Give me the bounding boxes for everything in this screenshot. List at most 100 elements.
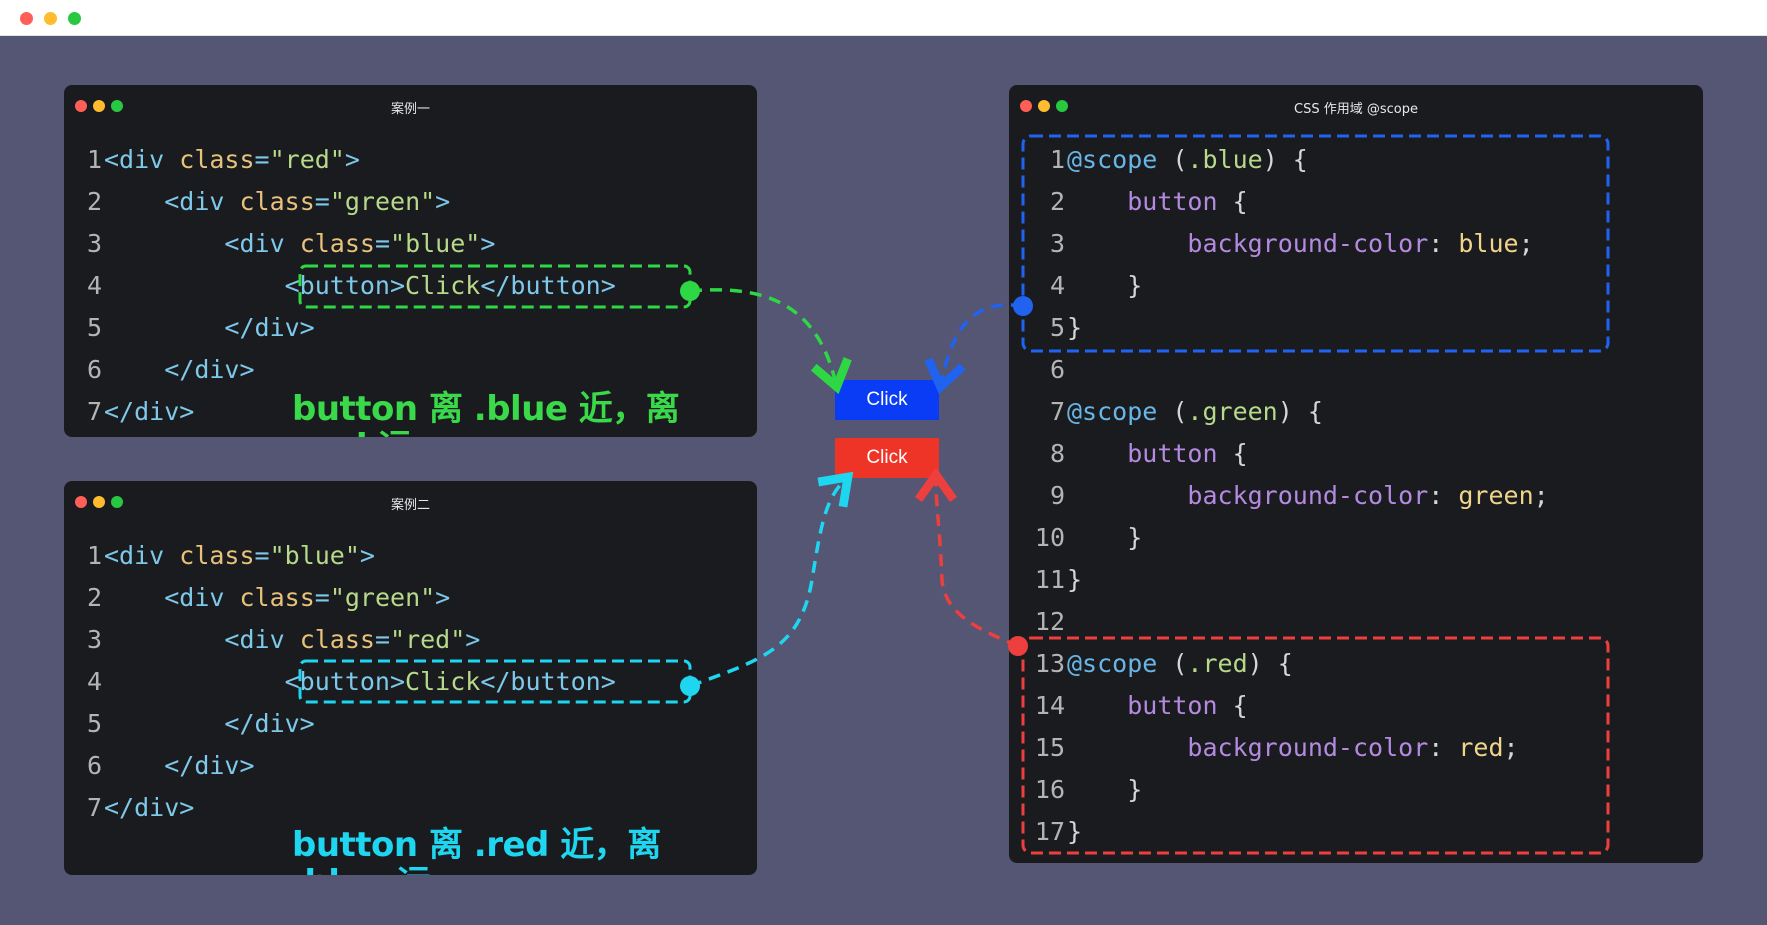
indent	[104, 271, 285, 300]
html-code-block: 1<div class="blue">2 <div class="green">…	[64, 535, 616, 829]
code-token: blue	[1458, 229, 1519, 258]
code-token: >	[465, 625, 481, 654]
line-number: 4	[86, 667, 102, 696]
code-token: <div	[164, 583, 240, 612]
line-number: 4	[1049, 271, 1065, 300]
code-token: class	[239, 187, 315, 216]
code-window-case2: 案例二 1<div class="blue">2 <div class="gre…	[64, 481, 757, 875]
code-line: 4 <button>Click</button>	[64, 661, 616, 703]
code-token: background-color	[1187, 481, 1429, 510]
code-token: </button>	[480, 667, 616, 696]
code-token: ;	[1518, 229, 1534, 258]
code-token: <div	[224, 625, 300, 654]
code-token: <div	[104, 541, 180, 570]
window-title: CSS 作用域 @scope	[1294, 102, 1418, 117]
minimize-button[interactable]	[44, 12, 57, 25]
code-line: 2 <div class="green">	[64, 181, 616, 223]
close-button[interactable]	[20, 12, 33, 25]
code-line: 5}	[1009, 307, 1549, 349]
line-number: 9	[1049, 481, 1065, 510]
code-token: <div	[224, 229, 300, 258]
indent	[1067, 733, 1187, 762]
line-number: 2	[86, 583, 102, 612]
line-number: 11	[1034, 565, 1065, 594]
code-token: "red"	[269, 145, 345, 174]
demo-click-button-blue[interactable]: Click	[835, 380, 939, 420]
annotation-text: button 离 .red 近，离 .blue 远	[292, 825, 661, 875]
code-window-case1: 案例一 1<div class="red">2 <div class="gree…	[64, 85, 757, 437]
indent	[1067, 439, 1127, 468]
line-number: 3	[86, 229, 102, 258]
code-token: <div	[104, 145, 180, 174]
line-number: 1	[86, 541, 102, 570]
code-line: 15 background-color: red;	[1009, 727, 1549, 769]
window-title: 案例二	[390, 498, 430, 513]
code-token: </div>	[224, 709, 315, 738]
line-number: 15	[1034, 733, 1065, 762]
line-number: 8	[1049, 439, 1065, 468]
indent	[104, 709, 224, 738]
code-token: =	[374, 229, 391, 258]
indent	[104, 229, 224, 258]
line-number: 12	[1034, 607, 1065, 636]
code-line: 1@scope (.blue) {	[1009, 139, 1549, 181]
line-number: 6	[86, 751, 102, 780]
indent	[1067, 775, 1127, 804]
code-token: button	[1127, 691, 1233, 720]
code-token: .red	[1187, 649, 1248, 678]
code-token: >	[435, 583, 451, 612]
code-token: </div>	[224, 313, 315, 342]
code-line: 14 button {	[1009, 685, 1549, 727]
code-token: <div	[164, 187, 240, 216]
code-token: "blue"	[390, 229, 481, 258]
code-token: =	[254, 145, 270, 174]
line-number: 6	[86, 355, 102, 384]
line-number: 4	[86, 271, 102, 300]
code-token: class	[239, 583, 315, 612]
code-token: :	[1428, 229, 1459, 258]
indent	[1067, 691, 1127, 720]
code-token: (	[1172, 649, 1188, 678]
indent	[104, 187, 164, 216]
code-line: 4 }	[1009, 265, 1549, 307]
indent	[104, 583, 164, 612]
code-token: }	[1067, 565, 1083, 594]
code-window-css-scope: CSS 作用域 @scope 1@scope (.blue) {2 button…	[1009, 85, 1703, 863]
code-token: button	[1127, 187, 1233, 216]
code-token: >	[344, 145, 360, 174]
code-token: class	[299, 625, 375, 654]
window-minimize-dot	[93, 100, 105, 112]
code-token: "red"	[390, 625, 466, 654]
line-number: 5	[1049, 313, 1065, 342]
code-token: >	[359, 541, 375, 570]
code-token: </div>	[104, 793, 195, 822]
line-number: 14	[1034, 691, 1065, 720]
code-token: .blue	[1187, 145, 1263, 174]
code-line: 5 </div>	[64, 307, 616, 349]
code-token: =	[314, 583, 330, 612]
code-line: 6 </div>	[64, 745, 616, 787]
code-token: }	[1067, 817, 1083, 846]
code-token: background-color	[1187, 229, 1429, 258]
code-line: 2 button {	[1009, 181, 1549, 223]
code-line: 8 button {	[1009, 433, 1549, 475]
code-token: }	[1067, 313, 1083, 342]
code-line: 5 </div>	[64, 703, 616, 745]
code-token: @scope	[1067, 649, 1173, 678]
code-token: @scope	[1067, 145, 1173, 174]
code-token: Click	[405, 667, 481, 696]
demo-click-button-red[interactable]: Click	[835, 438, 939, 478]
zoom-button[interactable]	[68, 12, 81, 25]
code-token: </div>	[164, 751, 255, 780]
code-token: </div>	[164, 355, 255, 384]
code-line: 13@scope (.red) {	[1009, 643, 1549, 685]
code-token: </button>	[480, 271, 616, 300]
code-token: =	[374, 625, 391, 654]
indent	[104, 313, 224, 342]
code-line: 2 <div class="green">	[64, 577, 616, 619]
code-token: class	[299, 229, 375, 258]
window-close-dot	[75, 100, 87, 112]
code-line: 3 background-color: blue;	[1009, 223, 1549, 265]
code-token: ;	[1503, 733, 1519, 762]
window-title: 案例一	[390, 102, 430, 117]
